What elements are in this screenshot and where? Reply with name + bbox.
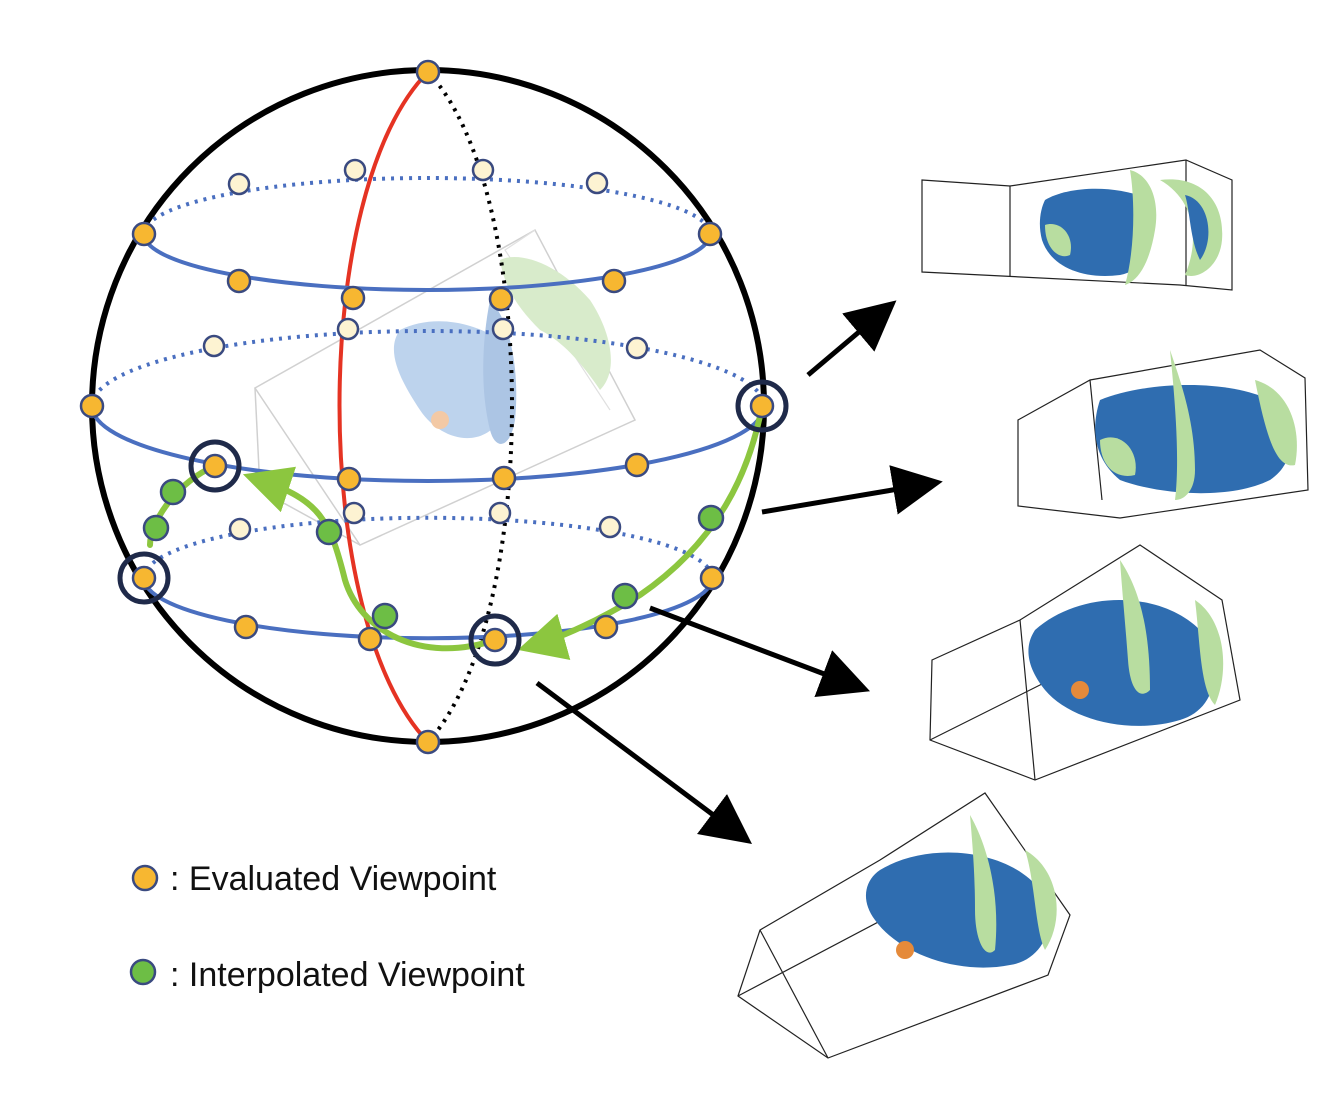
evaluated-viewpoint-icon — [131, 864, 159, 892]
selected-viewpoint-rings — [117, 379, 789, 667]
meridian-front — [337, 70, 430, 744]
meridian-back — [426, 70, 514, 744]
arrow-icon — [649, 605, 871, 697]
rendered-view-2 — [1017, 349, 1309, 519]
legend: : Evaluated Viewpoint : Interpolated Vie… — [129, 860, 525, 994]
rendered-view-3 — [929, 544, 1241, 781]
evaluated-viewpoints — [79, 59, 775, 755]
arrow-icon — [535, 680, 753, 844]
arrow-icon — [806, 300, 897, 377]
interpolated-viewpoints — [142, 478, 725, 630]
rendered-view-4 — [737, 792, 1071, 1059]
view-arrows — [535, 300, 943, 844]
interpolated-viewpoint-icon — [129, 958, 157, 986]
back-viewpoints — [202, 158, 649, 541]
evaluated-legend-label: : Evaluated Viewpoint — [170, 860, 497, 898]
latitude-rings — [90, 176, 766, 641]
rendered-view-1 — [921, 159, 1233, 291]
interpolated-legend-label: : Interpolated Viewpoint — [170, 956, 525, 994]
inner-volume-render — [253, 228, 637, 546]
arrow-icon — [761, 465, 943, 515]
